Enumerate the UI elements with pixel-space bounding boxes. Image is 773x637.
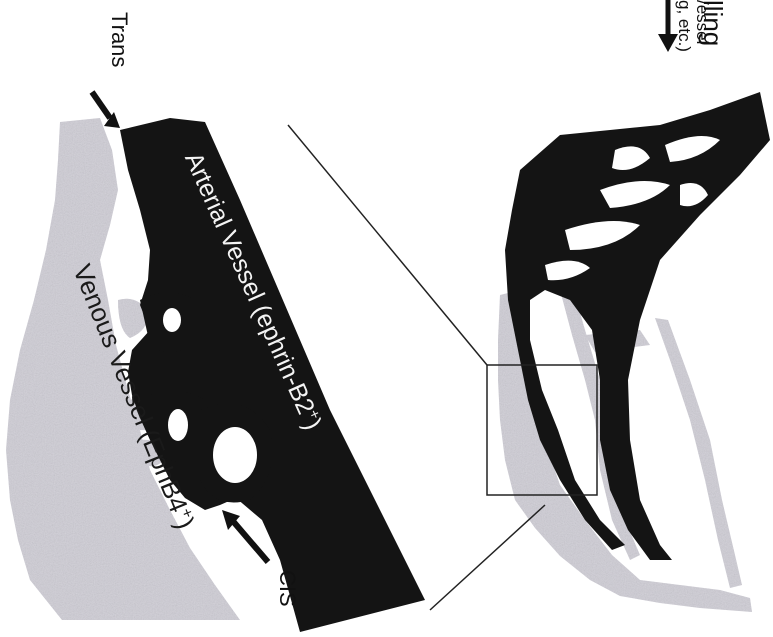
top-caption-2: /essel: [692, 0, 712, 44]
connector-line-top: [288, 125, 487, 365]
loop-hole: [213, 427, 257, 483]
cis-label: CIS: [274, 570, 300, 607]
trans-label: Trans: [106, 12, 132, 67]
connector-line-bottom: [430, 505, 545, 610]
branch-hole-2: [163, 308, 181, 332]
venous-branch-overview-2: [655, 318, 742, 588]
top-caption-3: g, etc.): [674, 0, 694, 52]
branch-hole: [168, 409, 188, 441]
